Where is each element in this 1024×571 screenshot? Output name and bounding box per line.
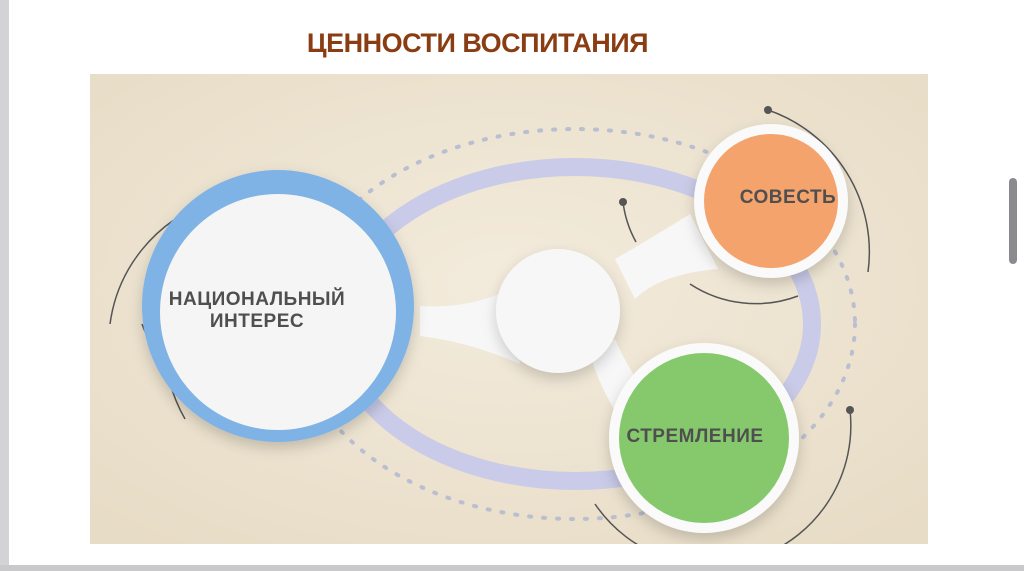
label-aspiration: СТРЕМЛЕНИЕ	[626, 426, 764, 447]
arc-decoration-top-right-3	[689, 283, 799, 305]
node-national-interest	[160, 194, 396, 430]
arc-dot-top-right-2	[619, 198, 627, 206]
connector-left	[420, 289, 520, 364]
arc-dot-bottom-right	[846, 406, 854, 414]
label-national-interest: НАЦИОНАЛЬНЫЙ ИНТЕРЕС	[168, 289, 346, 332]
arc-decoration-top-right	[767, 109, 871, 273]
label-conscience: СОВЕСТЬ	[739, 187, 837, 208]
arc-decoration-bottom-right	[594, 409, 852, 544]
node-conscience	[704, 134, 838, 268]
window-bottom-edge	[0, 565, 1024, 571]
dotted-orbit	[293, 127, 857, 521]
scrollbar-thumb[interactable]	[1009, 178, 1017, 264]
page-title: ЦЕННОСТИ ВОСПИТАНИЯ	[306, 28, 649, 58]
connector-top-right	[615, 214, 718, 299]
values-diagram: НАЦИОНАЛЬНЫЙ ИНТЕРЕС СОВЕСТЬ СТРЕМЛЕНИЕ	[90, 74, 928, 544]
central-hub	[496, 249, 620, 373]
window-left-edge	[0, 0, 9, 571]
diagram-graphic	[90, 74, 928, 544]
node-aspiration	[619, 353, 789, 523]
arc-dot-top-right	[764, 106, 772, 114]
